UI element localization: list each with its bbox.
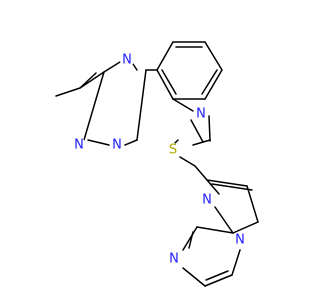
atom-symbol: N [235,233,245,248]
bond-line [55,87,81,97]
bond-line [211,183,253,191]
atom-label-background [233,233,247,247]
bond-line [132,63,138,71]
bond-line [79,72,97,89]
chemical-structure-diagram: N N N N S N N N [55,41,259,287]
bond-line [205,270,229,281]
bond-line [103,61,121,73]
bond-line [201,69,218,95]
bond-layer [55,41,259,287]
atom-symbol: N [112,138,122,153]
atom-n-4: N [194,107,208,122]
bond-line [161,69,177,95]
atom-n-1: N [120,53,134,68]
bond-line [79,71,105,89]
bond-line [83,71,105,141]
atom-n-7: N [233,233,247,248]
bond-line [136,69,147,141]
bond-line [204,41,223,71]
atom-label-background [166,143,180,157]
atom-label-background [194,107,208,121]
bond-line [156,69,174,100]
atom-symbol: N [202,193,212,208]
atom-symbol: N [196,107,206,122]
bond-line [190,119,204,143]
atom-label-layer: N N N N S N N N [72,53,247,267]
bond-line [206,179,220,195]
bond-line [192,139,211,146]
bond-line [172,98,194,112]
atom-symbol: N [169,252,179,267]
bond-line [231,249,241,276]
atom-n-2: N [72,138,86,153]
atom-symbol: S [169,143,177,158]
bond-line [174,139,179,144]
bond-line [232,221,259,234]
atom-label-background [72,138,86,152]
atom-symbol: N [122,53,132,68]
atom-label-background [167,252,181,266]
bond-line [182,226,198,251]
atom-label-background [200,193,214,207]
bond-line [204,274,233,287]
bond-line [206,179,248,187]
bond-line [196,226,234,234]
atom-symbol: N [74,138,84,153]
atom-label-background [110,138,124,152]
bond-line [188,231,194,249]
bond-line [204,69,223,100]
atom-n-6: N [200,193,214,208]
bond-line [87,139,110,146]
atom-label-background [120,53,134,67]
bond-line [124,139,138,146]
atom-n-3: N [110,138,124,153]
bond-line [179,156,196,167]
atom-n-8: N [167,252,181,267]
bond-line [182,267,206,287]
bond-line [156,41,174,71]
bond-line [208,115,211,141]
bond-line [214,206,234,234]
bond-line [194,165,208,181]
bond-line [246,185,259,223]
atom-s-5: S [166,143,180,158]
